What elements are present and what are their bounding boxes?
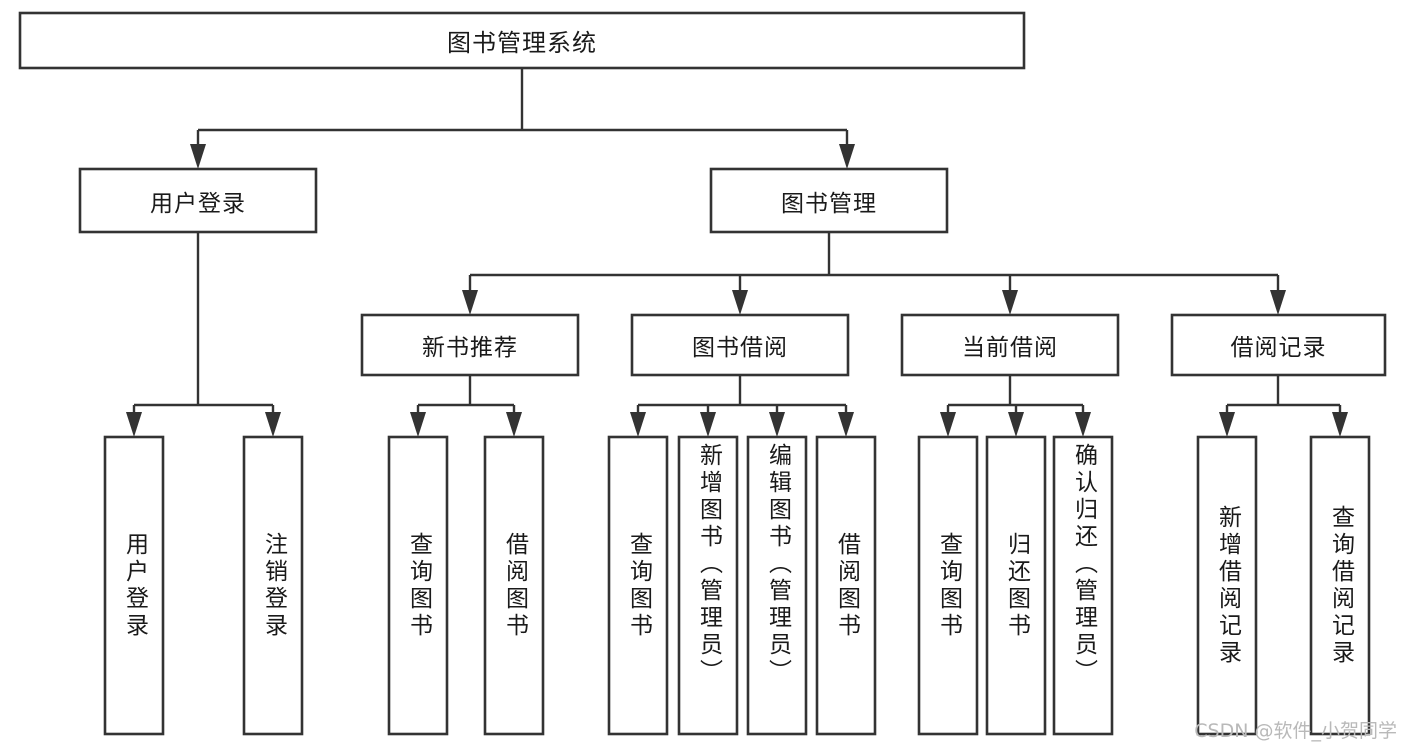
arrowhead-leaf-logout [265,412,281,437]
arrowhead-leaf-query-book-3 [940,412,956,437]
arrowhead-leaf-query-book-1 [410,412,426,437]
csdn-watermark: CSDN @软件_小贺同学 [1194,720,1397,742]
node-box-user-login[interactable] [78,167,318,234]
arrowhead-book-mgmt [839,144,855,169]
node-box-new-book-rec[interactable] [360,313,580,377]
arrowhead-new-book-rec [462,290,478,315]
arrowhead-borrow-record [1270,290,1286,315]
arrowhead-leaf-query-book-2 [630,412,646,437]
node-box-leaf-query-book-3[interactable] [917,435,979,736]
arrowhead-current-borrow [1002,290,1018,315]
arrowhead-leaf-edit-book [769,412,785,437]
node-box-current-borrow[interactable] [900,313,1120,377]
arrowhead-leaf-user-login [126,412,142,437]
node-box-leaf-logout[interactable] [242,435,304,736]
node-box-leaf-user-login[interactable] [103,435,165,736]
node-box-leaf-edit-book[interactable] [746,435,808,736]
arrowhead-leaf-borrow-book-2 [838,412,854,437]
connector-group-borrow-record [1219,375,1348,437]
connector-group-book-mgmt [462,232,1286,315]
node-box-leaf-confirm-return[interactable] [1052,435,1114,736]
arrowhead-user-login [190,144,206,169]
node-box-leaf-query-record[interactable] [1309,435,1371,736]
node-box-leaf-return-book[interactable] [985,435,1047,736]
connector-group-current-borrow [940,375,1091,437]
node-box-leaf-query-book-2[interactable] [607,435,669,736]
node-box-book-mgmt[interactable] [709,167,949,234]
node-box-leaf-borrow-book-1[interactable] [483,435,545,736]
arrowhead-leaf-borrow-book-1 [506,412,522,437]
arrowhead-book-borrow [732,290,748,315]
arrowhead-leaf-add-record [1219,412,1235,437]
node-box-leaf-query-book-1[interactable] [387,435,449,736]
connector-group-new-book-rec [410,375,522,437]
arrowhead-leaf-query-record [1332,412,1348,437]
connector-group-book-borrow [630,375,854,437]
connector-group-root [190,68,855,169]
arrowhead-leaf-confirm-return [1075,412,1091,437]
node-box-borrow-record[interactable] [1170,313,1387,377]
arrowhead-leaf-add-book [700,412,716,437]
arrowhead-leaf-return-book [1008,412,1024,437]
node-box-leaf-borrow-book-2[interactable] [815,435,877,736]
node-box-book-borrow[interactable] [630,313,850,377]
connector-group-user-login [126,232,281,437]
node-box-leaf-add-book[interactable] [677,435,739,736]
node-box-leaf-add-record[interactable] [1196,435,1258,736]
node-box-root[interactable] [18,11,1026,70]
